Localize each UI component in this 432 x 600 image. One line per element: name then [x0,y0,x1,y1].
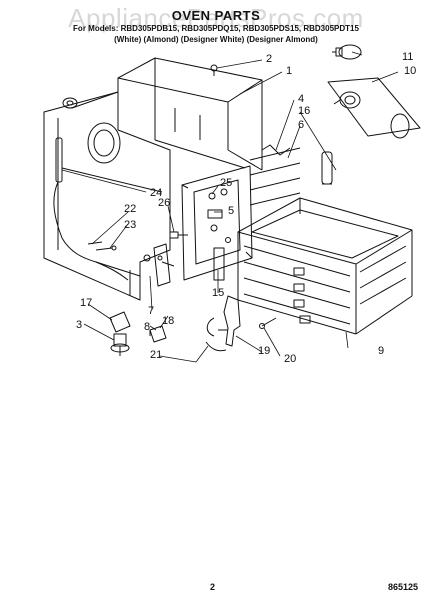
part-3-leveling-leg [110,333,130,356]
oven-frame-top [117,57,263,103]
page-title: OVEN PARTS [171,8,261,23]
callout-9: 9 [378,345,384,357]
callout-3: 3 [76,319,82,331]
callout-5: 5 [228,205,234,217]
part-number: 865125 [387,582,418,592]
part-19-latch [206,295,241,347]
part-2-screw [210,64,218,76]
part-7-hinge [153,243,175,287]
part-7-screw [143,254,151,262]
part-24-element [55,137,163,193]
callout-17: 17 [80,297,92,309]
callout-1: 1 [286,65,292,77]
callout-16: 16 [298,105,310,117]
callout-18: 18 [162,315,174,327]
front-frame [181,165,253,281]
model-list: For Models: RBD305PDB15, RBD305PDQ15, RB… [73,24,359,33]
callout-21: 21 [150,349,162,361]
rear-fan-housing [62,97,78,109]
callout-22: 22 [124,203,136,215]
part-22-clip [87,241,103,245]
fan-cover [87,122,121,164]
callout-4: 4 [298,93,304,105]
callout-25: 25 [220,177,232,189]
part-23-screw [95,245,117,251]
callout-23: 23 [124,219,136,231]
callout-11: 11 [402,51,413,63]
callout-19: 19 [258,345,270,357]
part-17-bracket [109,311,131,333]
callout-24: 24 [150,187,162,199]
wire-harness [53,181,141,277]
part-10-light-assembly [327,77,421,139]
callout-7: 7 [148,305,154,317]
part-15-bracket [213,247,225,281]
part-21-wire [205,341,227,352]
part-11-bulb [332,44,362,60]
part-16-tube [321,151,333,185]
part-6-rack-supports [249,144,301,206]
callout-10: 10 [404,65,416,77]
callout-15: 15 [212,287,224,299]
part-18-block [149,325,167,343]
callout-6: 6 [298,119,304,131]
part-5-bracket [207,209,223,219]
callout-26: 26 [158,197,170,209]
page-number: 2 [210,582,216,592]
watermark: AppliancePartsPros.com [68,3,364,33]
callout-20: 20 [284,353,296,365]
part-26-fastener [169,231,188,239]
callout-2: 2 [266,53,272,65]
color-list: (White) (Almond) (Designer White) (Desig… [114,35,318,44]
part-9-oven-liner [237,197,413,335]
part-20-screw [259,317,277,329]
callout-8: 8 [144,321,150,333]
leader-lines [61,51,399,363]
oven-frame-back-wall [71,66,263,171]
part-25-screw [208,192,216,200]
